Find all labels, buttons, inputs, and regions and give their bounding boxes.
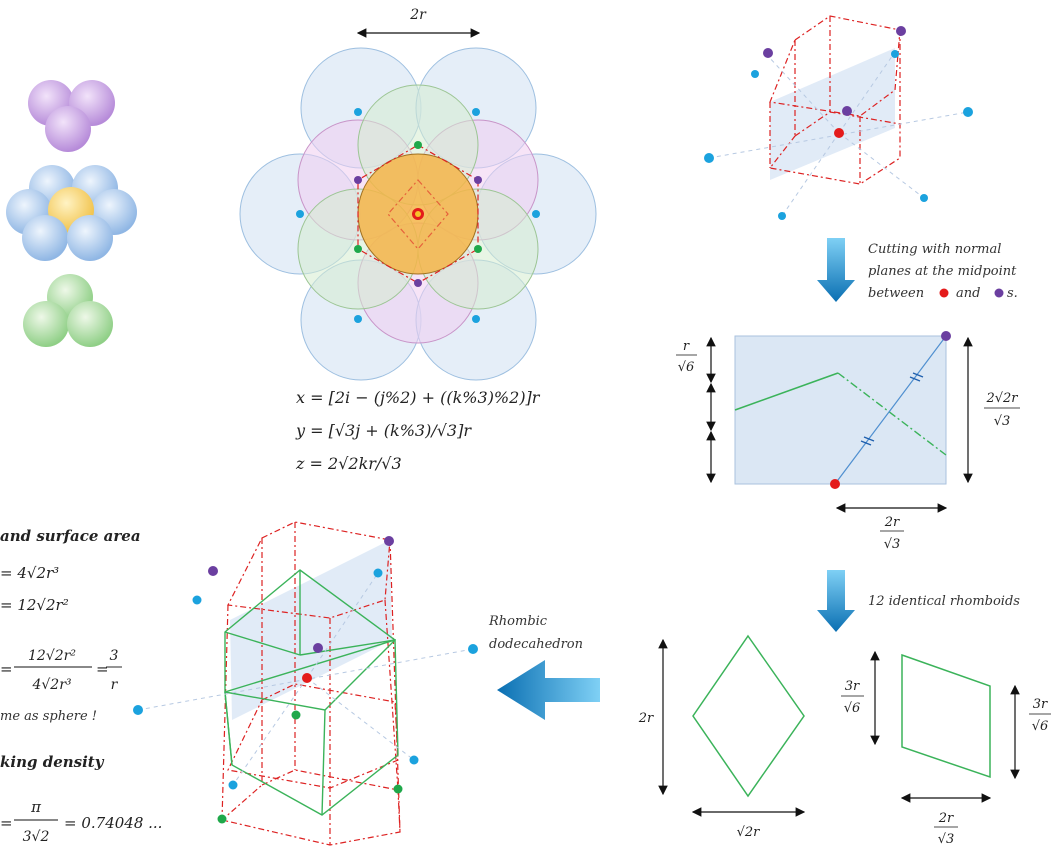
parallelogram-right-num: 3r	[1033, 697, 1048, 712]
parallelogram-figure: 3r √6 3r √6 2r √3	[841, 650, 1051, 847]
density-result: = 0.74048 ...	[64, 814, 162, 832]
cross-section-panel: r √6 2√2r √3 2r √3	[676, 331, 1020, 552]
ratio-eq-sign-2: =	[96, 660, 109, 678]
volume-line: = 4√2r³	[0, 564, 59, 582]
coordinate-equations: x = [2i − (j%2) + ((k%3)%2)]r y = [√3j +…	[295, 388, 541, 473]
packing-density-section: king density = π 3√2 = 0.74048 ...	[0, 753, 162, 845]
same-as-sphere-note: me as sphere !	[0, 709, 97, 724]
dodeca-green-edges	[224, 569, 399, 816]
ratio-res-num: 3	[110, 648, 119, 664]
ratio-eq-sign: =	[0, 660, 13, 678]
unit-cell-dots	[704, 26, 973, 220]
parallelogram-right-den: √6	[1032, 719, 1049, 734]
rhomboid-note: 12 identical rhomboids	[868, 594, 1020, 609]
rhombic-dodecahedron-3d	[133, 521, 478, 846]
bottom-dim-num: 2r	[884, 515, 900, 530]
density-den: 3√2	[23, 829, 50, 845]
tick-marks	[860, 372, 924, 446]
cross-section-rect	[734, 335, 947, 485]
surface-line: = 12√2r²	[0, 596, 69, 614]
volume-surface-section: and surface area = 4√2r³ = 12√2r² = 12√2…	[0, 527, 141, 724]
cut-note: Cutting with normal planes at the midpoi…	[868, 242, 1018, 301]
packing-top-view: 2r	[239, 7, 597, 381]
volume-section-title: and surface area	[0, 527, 141, 545]
cross-red-dot	[830, 479, 840, 489]
ratio-num: 12√2r²	[28, 648, 76, 664]
parallelogram-shape	[901, 653, 991, 779]
parallelogram-bottom-den: √3	[938, 832, 955, 847]
svg-text:and: and	[956, 286, 980, 301]
unit-cell-edges	[768, 15, 901, 185]
parallelogram-left-num: 3r	[845, 679, 860, 694]
svg-text:Cutting with normal: Cutting with normal	[868, 242, 1001, 257]
sphere-stacks	[6, 80, 137, 347]
svg-text:s.: s.	[1007, 286, 1018, 301]
bottom-dim-den: √3	[884, 537, 901, 552]
right-dim-den: √3	[994, 414, 1011, 429]
diagonal-line	[834, 335, 947, 485]
down-arrow-rhomboids	[817, 570, 855, 632]
lattice-dots	[296, 108, 540, 323]
rhombic-label-1: Rhombic	[488, 614, 548, 629]
down-arrow-cut	[817, 238, 855, 302]
rhombic-label-2: dodecahedron	[489, 637, 583, 652]
right-dim-num: 2√2r	[985, 391, 1018, 406]
green-edge-solid	[734, 372, 839, 411]
density-title: king density	[0, 753, 105, 771]
ratio-den: 4√2r³	[31, 677, 71, 693]
dodeca-dots	[133, 536, 478, 824]
dodeca-plane	[230, 540, 392, 720]
parallelogram-bottom-num: 2r	[938, 811, 954, 826]
density-eq-sign: =	[0, 814, 13, 832]
density-pi: π	[30, 798, 42, 816]
ratio-res-den: r	[111, 677, 119, 693]
blue-yellow-sphere-layer	[6, 165, 137, 261]
equation-y: y = [√3j + (k%3)/√3]r	[295, 421, 472, 440]
left-arrow-rhombic	[497, 660, 600, 720]
cross-purple-dot	[941, 331, 951, 341]
parallelogram-left-den: √6	[844, 701, 861, 716]
purple-sphere-layer	[28, 80, 115, 152]
left-dim-num: r	[683, 339, 690, 354]
svg-text:planes at the midpoint: planes at the midpoint	[868, 264, 1017, 279]
purple-dot-legend	[994, 288, 1004, 298]
left-dim-den: √6	[678, 360, 695, 375]
dodeca-red-frame	[220, 521, 401, 846]
svg-text:between: between	[868, 286, 924, 301]
red-dot-legend	[939, 288, 949, 298]
green-edge-dashed	[837, 372, 947, 456]
cutting-plane	[770, 48, 895, 180]
equation-z: z = 2√2kr/√3	[295, 454, 402, 473]
unit-cell-3d	[704, 15, 973, 220]
top-dim-label: 2r	[409, 7, 427, 23]
rhombus-figure: 2r √2r	[638, 634, 806, 840]
rhombus-shape	[692, 634, 805, 798]
rhombus-height-label: 2r	[638, 711, 654, 726]
green-sphere-layer	[23, 274, 113, 347]
rhombus-width-label: √2r	[737, 825, 761, 840]
equation-x: x = [2i − (j%2) + ((k%3)%2)]r	[296, 388, 541, 407]
